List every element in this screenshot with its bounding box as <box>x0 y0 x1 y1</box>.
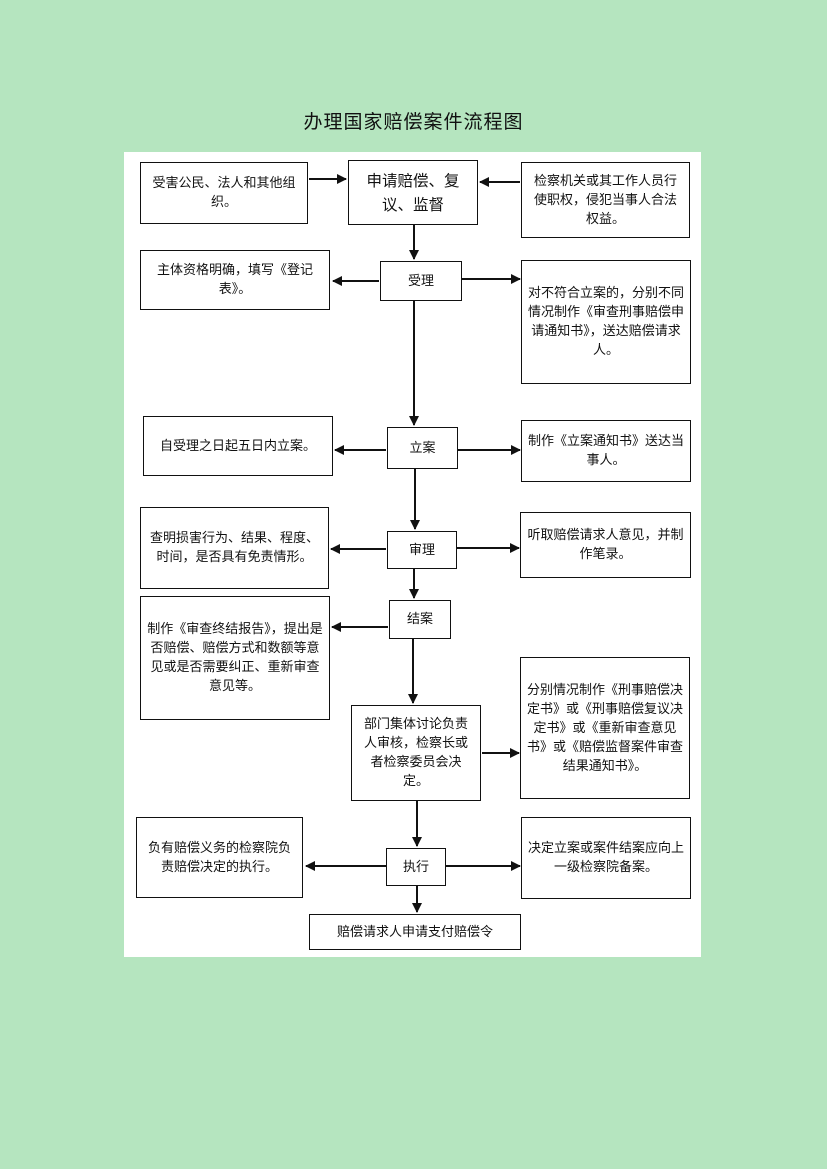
execute-right-box: 决定立案或案件结案应向上一级检察院备案。 <box>521 817 691 899</box>
apply-box: 申请赔偿、复议、监督 <box>348 160 478 225</box>
accept-left-box: 主体资格明确，填写《登记表》。 <box>140 250 330 310</box>
decision-box: 部门集体讨论负责人审核，检察长或者检察委员会决定。 <box>351 705 481 801</box>
file-box: 立案 <box>387 427 458 469</box>
page-title: 办理国家赔偿案件流程图 <box>303 111 524 133</box>
close-left-box: 制作《审查终结报告》，提出是否赔偿、赔偿方式和数额等意见或是否需要纠正、重新审查… <box>140 596 330 720</box>
flowchart: 受害公民、法人和其他组织。 申请赔偿、复议、监督 检察机关或其工作人员行使职权，… <box>124 152 701 957</box>
decision-right-box: 分别情况制作《刑事赔偿决定书》或《刑事赔偿复议决定书》或《重新审查意见书》或《赔… <box>520 657 690 799</box>
source-procuratorate-box: 检察机关或其工作人员行使职权，侵犯当事人合法权益。 <box>521 162 690 238</box>
close-box: 结案 <box>389 600 451 639</box>
source-citizen-box: 受害公民、法人和其他组织。 <box>140 162 308 224</box>
execute-left-box: 负有赔偿义务的检察院负责赔偿决定的执行。 <box>136 817 303 898</box>
accept-right-box: 对不符合立案的，分别不同情况制作《审查刑事赔偿申请通知书》，送达赔偿请求人。 <box>521 260 691 384</box>
review-right-box: 听取赔偿请求人意见，并制作笔录。 <box>520 512 691 578</box>
file-right-box: 制作《立案通知书》送达当事人。 <box>521 420 691 482</box>
connector-arrows <box>305 174 521 913</box>
file-left-box: 自受理之日起五日内立案。 <box>143 416 333 476</box>
review-box: 审理 <box>387 531 457 569</box>
payment-box: 赔偿请求人申请支付赔偿令 <box>309 914 521 950</box>
execute-box: 执行 <box>386 848 446 886</box>
review-left-box: 查明损害行为、结果、程度、时间，是否具有免责情形。 <box>140 507 329 589</box>
accept-box: 受理 <box>380 261 462 301</box>
